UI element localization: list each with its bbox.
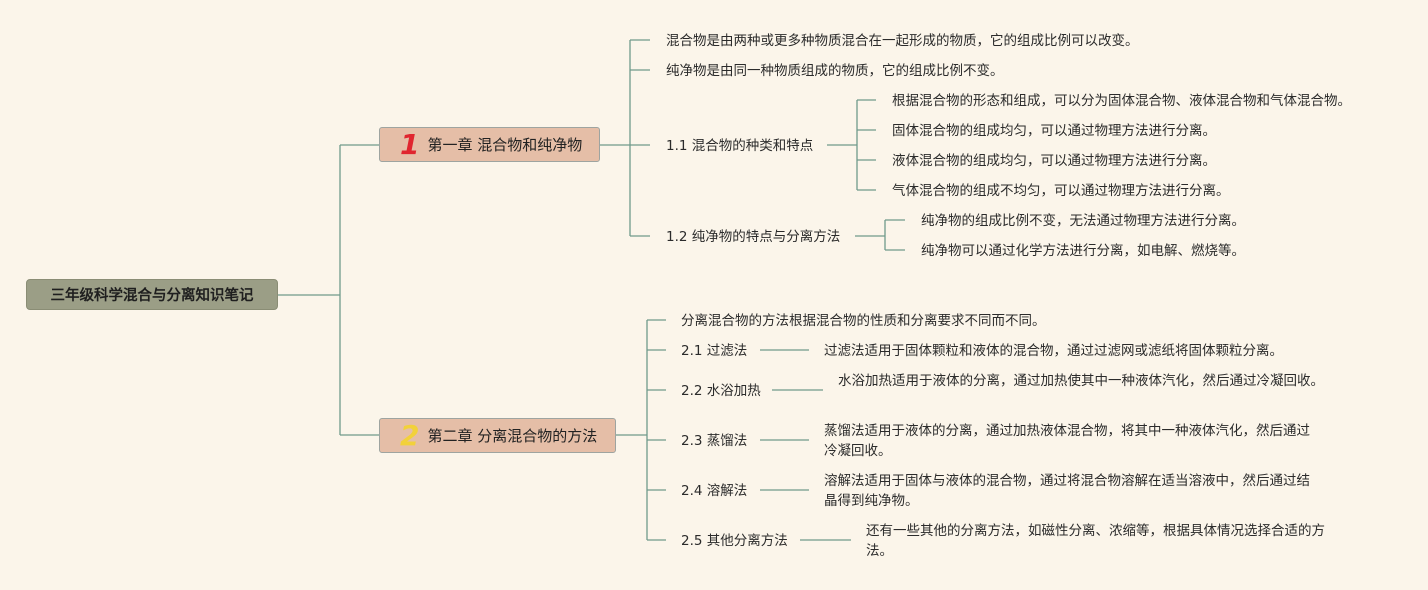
section-2-2-text[interactable]: 水浴加热适用于液体的分离，通过加热使其中一种液体汽化，然后通过冷凝回收。 (838, 373, 1324, 389)
chapter2-topic[interactable]: 2 第二章 分离混合物的方法 (379, 418, 616, 453)
chapter2-intro[interactable]: 分离混合物的方法根据混合物的性质和分离要求不同而不同。 (681, 313, 1046, 329)
connector-root (278, 144, 379, 436)
section-2-4-text[interactable]: 溶解法适用于固体与液体的混合物，通过将混合物溶解在适当溶液中，然后通过结晶得到纯… (824, 473, 1310, 509)
section-2-1-text[interactable]: 过滤法适用于固体颗粒和液体的混合物，通过过滤网或滤纸将固体颗粒分离。 (824, 343, 1283, 359)
section-2-5-topic[interactable]: 2.5 其他分离方法 (681, 533, 788, 549)
chapter2-number-badge: 2 (400, 418, 420, 452)
section-1-1-item-3[interactable]: 液体混合物的组成均匀，可以通过物理方法进行分离。 (892, 153, 1216, 169)
section-2-2-topic[interactable]: 2.2 水浴加热 (681, 383, 761, 399)
section-1-2-topic[interactable]: 1.2 纯净物的特点与分离方法 (666, 229, 841, 245)
section-1-1-topic[interactable]: 1.1 混合物的种类和特点 (666, 138, 814, 154)
connector-chapter2 (616, 319, 666, 541)
chapter1-title: 第一章 混合物和纯净物 (427, 136, 583, 154)
chapter1-item-2[interactable]: 纯净物是由同一种物质组成的物质，它的组成比例不变。 (666, 63, 1004, 79)
connector-chapter1 (600, 39, 650, 237)
section-1-1-item-1[interactable]: 根据混合物的形态和组成，可以分为固体混合物、液体混合物和气体混合物。 (892, 93, 1351, 109)
chapter1-topic[interactable]: 1 第一章 混合物和纯净物 (379, 127, 600, 162)
section-2-5-text[interactable]: 还有一些其他的分离方法，如磁性分离、浓缩等，根据具体情况选择合适的方法。 (866, 523, 1325, 559)
section-2-3-text[interactable]: 蒸馏法适用于液体的分离，通过加热液体混合物，将其中一种液体汽化，然后通过冷凝回收… (824, 423, 1310, 459)
section-1-2-item-2[interactable]: 纯净物可以通过化学方法进行分离，如电解、燃烧等。 (921, 243, 1245, 259)
chapter2-title: 第二章 分离混合物的方法 (427, 427, 598, 445)
section-2-4-topic[interactable]: 2.4 溶解法 (681, 483, 748, 499)
connector-section-1-1 (827, 99, 876, 191)
section-2-1-topic[interactable]: 2.1 过滤法 (681, 343, 748, 359)
section-2-3-topic[interactable]: 2.3 蒸馏法 (681, 433, 748, 449)
connector-section-1-2 (855, 219, 905, 251)
root-topic[interactable]: 三年级科学混合与分离知识笔记 (26, 279, 278, 310)
chapter1-number-badge: 1 (400, 127, 420, 161)
section-1-1-item-4[interactable]: 气体混合物的组成不均匀，可以通过物理方法进行分离。 (892, 183, 1230, 199)
chapter1-item-1[interactable]: 混合物是由两种或更多种物质混合在一起形成的物质，它的组成比例可以改变。 (666, 33, 1139, 49)
section-1-1-item-2[interactable]: 固体混合物的组成均匀，可以通过物理方法进行分离。 (892, 123, 1216, 139)
section-1-2-item-1[interactable]: 纯净物的组成比例不变，无法通过物理方法进行分离。 (921, 213, 1245, 229)
